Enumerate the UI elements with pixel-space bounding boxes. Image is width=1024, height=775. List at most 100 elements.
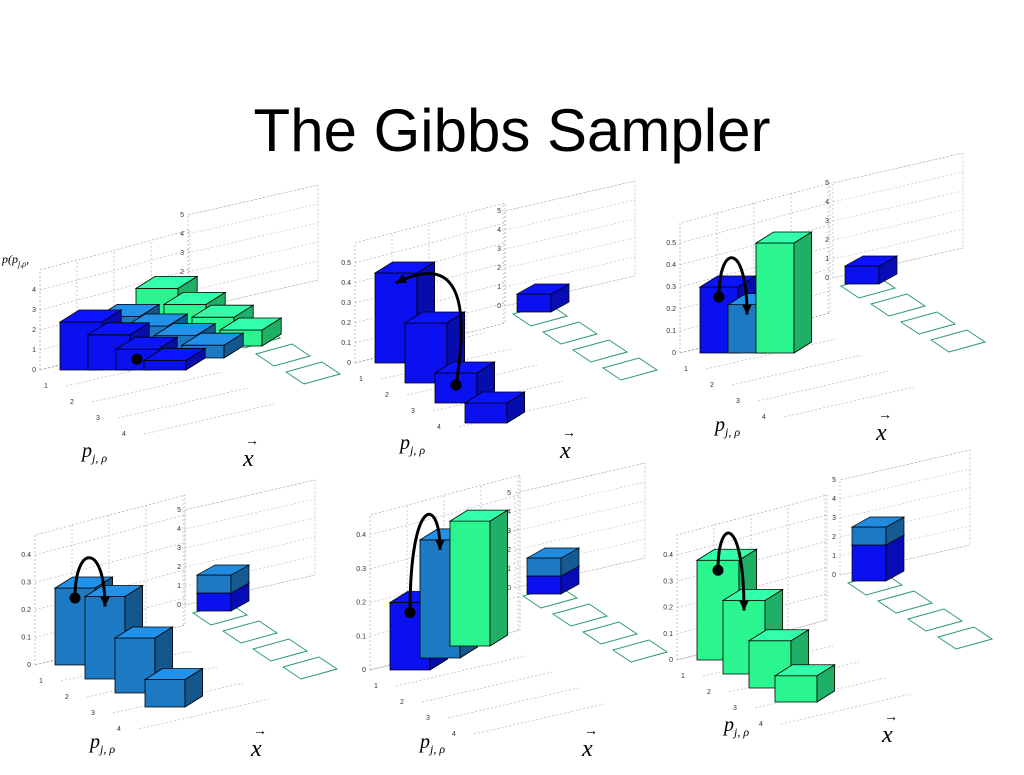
bar-top (162, 292, 227, 305)
side-floor-tile (899, 311, 957, 335)
side-tick-label: 4 (180, 231, 184, 238)
grid-line (34, 514, 186, 556)
bar-top (190, 304, 255, 318)
side-tick-label: 4 (497, 227, 501, 234)
z-tick-label: 0.2 (21, 607, 31, 614)
bar-top (143, 668, 204, 680)
p-axis-label-1: pj, ρ (82, 440, 108, 465)
floor-grid-line (117, 387, 249, 419)
bar-top (53, 576, 114, 589)
x-axis-label-3: →x (876, 408, 892, 446)
bar-top (773, 664, 836, 677)
side-tick-label: 3 (825, 218, 829, 225)
side-block-top (850, 516, 906, 528)
x-tick-label: 3 (91, 710, 95, 717)
z-tick-label: 0.4 (663, 552, 673, 559)
side-block-top (515, 283, 571, 295)
z-tick-label: 1 (32, 347, 36, 354)
x-tick-label: 4 (117, 726, 121, 733)
bar-top (754, 231, 813, 244)
x-tick-label: 1 (39, 678, 43, 685)
z-tick-label: 0.3 (663, 578, 673, 585)
x-tick-label: 4 (122, 431, 126, 438)
bar-top (721, 589, 784, 601)
z-tick-label: 4 (32, 287, 36, 294)
side-floor-tile (869, 293, 927, 317)
bar-top (58, 309, 123, 323)
x-tick-label: 4 (437, 424, 441, 431)
side-grid-line (187, 222, 319, 254)
x-axis-label-1: →x (243, 434, 259, 472)
side-floor-tile (611, 639, 669, 663)
side-tick-label: 5 (825, 180, 829, 187)
bar-front (143, 360, 187, 371)
x-axis-label-2: →x (560, 426, 576, 464)
z-tick-label: 0.4 (666, 262, 676, 269)
x-tick-label: 3 (96, 415, 100, 422)
side-tick-label: 1 (497, 284, 501, 291)
side-block-front (851, 526, 887, 546)
side-grid-line (187, 203, 319, 235)
side-tick-label: 1 (832, 553, 836, 560)
grid-line (34, 542, 186, 583)
side-block-front (526, 557, 562, 577)
side-tick-label: 4 (507, 509, 511, 516)
side-floor-tile (541, 321, 599, 345)
side-wall-grid (187, 184, 319, 311)
bar-front (774, 675, 818, 703)
side-floor-tile (929, 329, 987, 353)
bar-top (433, 361, 496, 374)
side-tick-label: 2 (825, 237, 829, 244)
z-tick-label: 2 (32, 327, 36, 334)
x-tick-label: 3 (736, 398, 740, 405)
arrow-head (435, 539, 445, 550)
side-block-top (525, 547, 581, 559)
x-tick-label: 2 (70, 399, 74, 406)
chart-svg-1: 012341234012345 (32, 184, 342, 438)
p-axis-label-3: pj, ρ (715, 414, 741, 439)
bar-front (449, 520, 491, 647)
side-block-front (526, 575, 562, 595)
side-grid-line (504, 237, 636, 269)
side-wall-grid (832, 152, 964, 279)
z-tick-label: 0.2 (666, 306, 676, 313)
side-block-front (851, 544, 887, 582)
side-wall-grid (504, 180, 636, 307)
bar-front (464, 402, 508, 424)
floor-grid-line (447, 687, 579, 719)
z-tick-label: 0.4 (356, 532, 366, 539)
side-tick-label: 2 (507, 547, 511, 554)
side-floor-tile (221, 620, 279, 644)
floor-grid-line (757, 370, 889, 402)
transition-arrow (73, 556, 107, 607)
z-tick-label: 0.1 (666, 328, 676, 335)
side-block-front (196, 592, 232, 612)
side-tick-label: 5 (177, 507, 181, 514)
side-grid-line (832, 228, 964, 260)
bar-top (180, 332, 245, 346)
bar-side (489, 509, 508, 647)
x-tick-label: 2 (385, 392, 389, 399)
side-grid-line (832, 190, 964, 222)
side-block-front (516, 293, 552, 313)
z-tick-label: 0 (347, 360, 351, 367)
side-tick-label: 0 (825, 275, 829, 282)
side-grid-line (832, 171, 964, 203)
z-tick-label: 0.1 (21, 635, 31, 642)
p-axis-label-6: pj, ρ (724, 714, 750, 739)
side-floor-tile (876, 590, 934, 614)
side-grid-line (504, 199, 636, 231)
x-tick-label: 2 (400, 699, 404, 706)
x-tick-label: 1 (684, 366, 688, 373)
z-tick-label: 0.3 (666, 284, 676, 291)
side-tick-label: 5 (180, 212, 184, 219)
z-tick-label: 0.5 (341, 260, 351, 267)
bar-side (793, 231, 812, 354)
x-axis-label-4: →x (251, 724, 267, 762)
side-block-top (843, 255, 899, 267)
